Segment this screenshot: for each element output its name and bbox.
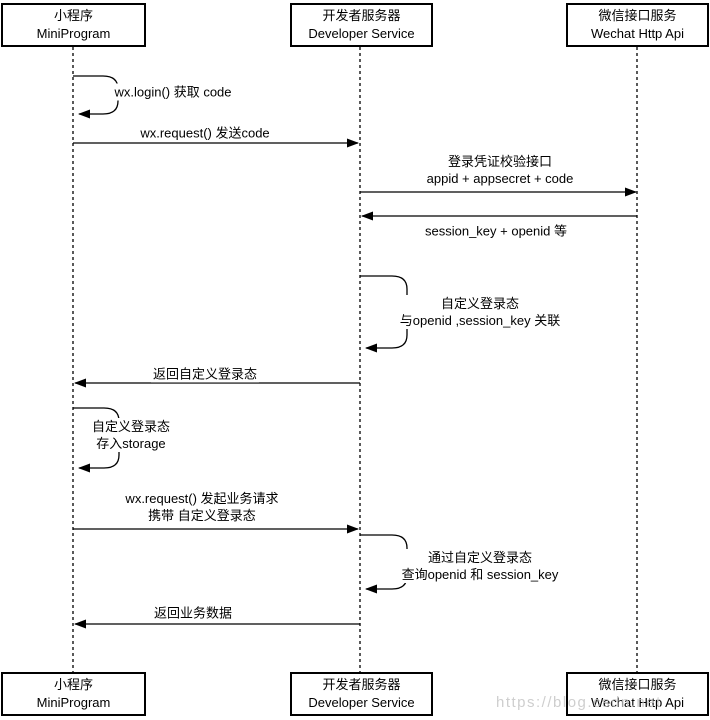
- actor-name-en: Developer Service: [308, 695, 415, 710]
- message-label-session-key-openid: session_key + openid 等: [422, 222, 570, 240]
- message-label-store-storage: 自定义登录态 存入storage: [89, 418, 173, 452]
- actor-name-zh: 开发者服务器: [322, 8, 401, 24]
- actor-box-wechat-api-top: 微信接口服务 Wechat Http Api: [566, 3, 709, 47]
- actor-box-wechat-api-bottom: 微信接口服务 Wechat Http Api: [566, 672, 709, 716]
- actor-name-zh: 微信接口服务: [598, 677, 677, 693]
- actor-box-miniprogram-top: 小程序 MiniProgram: [1, 3, 146, 47]
- message-label-send-code: wx.request() 发送code: [138, 124, 272, 142]
- message-label-query-openid: 通过自定义登录态 查询openid 和 session_key: [399, 549, 561, 583]
- actor-name-en: Wechat Http Api: [591, 26, 684, 41]
- actor-name-zh: 微信接口服务: [598, 8, 677, 24]
- actor-name-zh: 开发者服务器: [322, 677, 401, 693]
- message-label-return-business-data: 返回业务数据: [151, 604, 235, 622]
- message-label-business-request: wx.request() 发起业务请求 携带 自定义登录态: [123, 490, 281, 524]
- message-label-custom-login-state: 自定义登录态 与openid ,session_key 关联: [397, 295, 563, 329]
- self-message-wx-login: [73, 75, 119, 119]
- actor-name-zh: 小程序: [53, 677, 93, 693]
- actor-box-developer-service-bottom: 开发者服务器 Developer Service: [290, 672, 433, 716]
- message-label-wx-login: wx.login() 获取 code: [112, 83, 234, 101]
- message-label-return-custom-login-state: 返回自定义登录态: [150, 365, 260, 383]
- message-label-login-credential-check: 登录凭证校验接口 appid + appsecret + code: [424, 153, 576, 187]
- actor-name-en: Wechat Http Api: [591, 695, 684, 710]
- actor-name-zh: 小程序: [53, 8, 93, 24]
- actor-name-en: MiniProgram: [36, 26, 111, 41]
- actor-name-en: Developer Service: [308, 26, 415, 41]
- actor-box-developer-service-top: 开发者服务器 Developer Service: [290, 3, 433, 47]
- actor-name-en: MiniProgram: [36, 695, 111, 710]
- actor-box-miniprogram-bottom: 小程序 MiniProgram: [1, 672, 146, 716]
